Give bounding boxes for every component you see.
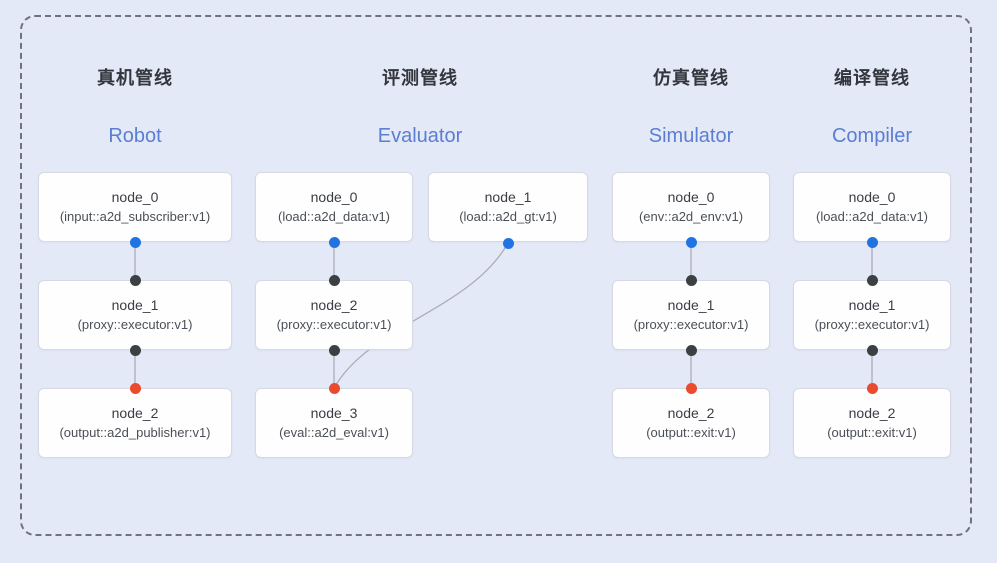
node-name: node_0	[310, 189, 358, 206]
node-impl: (output::exit:v1)	[646, 424, 736, 440]
node-simulator-node0: node_0 (env::a2d_env:v1)	[612, 172, 770, 242]
edge-evaluator-node1-node3-curve	[333, 242, 509, 389]
node-evaluator-node0: node_0 (load::a2d_data:v1)	[255, 172, 413, 242]
diagram-frame	[20, 15, 972, 536]
node-impl: (output::exit:v1)	[827, 424, 917, 440]
node-evaluator-node3: node_3 (eval::a2d_eval:v1)	[255, 388, 413, 458]
port-dot-red-simulator-node2-in	[685, 382, 697, 394]
port-dot-black-robot-node1-in	[129, 274, 141, 286]
port-dot-blue-simulator-node0-out	[685, 236, 697, 248]
node-simulator-node1: node_1 (proxy::executor:v1)	[612, 280, 770, 350]
node-impl: (proxy::executor:v1)	[814, 316, 930, 332]
node-compiler-node1: node_1 (proxy::executor:v1)	[793, 280, 951, 350]
node-impl: (proxy::executor:v1)	[633, 316, 749, 332]
pipeline-title-zh-evaluator: 评测管线	[382, 68, 458, 88]
node-robot-node2: node_2 (output::a2d_publisher:v1)	[38, 388, 232, 458]
node-compiler-node2: node_2 (output::exit:v1)	[793, 388, 951, 458]
node-name: node_2	[667, 405, 715, 422]
node-name: node_1	[667, 297, 715, 314]
node-robot-node1: node_1 (proxy::executor:v1)	[38, 280, 232, 350]
node-name: node_0	[848, 189, 896, 206]
pipeline-title-zh-compiler: 编译管线	[834, 68, 910, 88]
node-name: node_1	[848, 297, 896, 314]
port-dot-black-evaluator-node2-in	[328, 274, 340, 286]
node-name: node_1	[484, 189, 532, 206]
node-robot-node0: node_0 (input::a2d_subscriber:v1)	[38, 172, 232, 242]
node-name: node_1	[111, 297, 159, 314]
pipeline-title-zh-simulator: 仿真管线	[653, 68, 729, 88]
pipeline-title-en-compiler: Compiler	[831, 125, 913, 147]
node-evaluator-node1: node_1 (load::a2d_gt:v1)	[428, 172, 588, 242]
port-dot-blue-evaluator-node1-out	[502, 237, 514, 249]
port-dot-red-evaluator-node3-in	[328, 382, 340, 394]
port-dot-black-robot-node1-out	[129, 344, 141, 356]
node-impl: (env::a2d_env:v1)	[638, 208, 744, 224]
node-impl: (eval::a2d_eval:v1)	[279, 424, 389, 440]
node-impl: (load::a2d_gt:v1)	[459, 208, 557, 224]
node-impl: (load::a2d_data:v1)	[277, 208, 391, 224]
node-name: node_0	[667, 189, 715, 206]
port-dot-red-compiler-node2-in	[866, 382, 878, 394]
pipeline-title-en-robot: Robot	[108, 125, 162, 147]
port-dot-black-evaluator-node2-out	[328, 344, 340, 356]
port-dot-black-compiler-node1-out	[866, 344, 878, 356]
node-simulator-node2: node_2 (output::exit:v1)	[612, 388, 770, 458]
node-name: node_2	[310, 297, 358, 314]
node-impl: (proxy::executor:v1)	[77, 316, 193, 332]
port-dot-blue-evaluator-node0-out	[328, 236, 340, 248]
pipeline-title-en-evaluator: Evaluator	[377, 125, 463, 147]
node-name: node_2	[848, 405, 896, 422]
node-name: node_3	[310, 405, 358, 422]
node-compiler-node0: node_0 (load::a2d_data:v1)	[793, 172, 951, 242]
port-dot-blue-robot-node0-out	[129, 236, 141, 248]
port-dot-black-simulator-node1-out	[685, 344, 697, 356]
node-impl: (output::a2d_publisher:v1)	[59, 424, 211, 440]
pipeline-title-en-simulator: Simulator	[648, 125, 734, 147]
port-dot-red-robot-node2-in	[129, 382, 141, 394]
pipeline-title-zh-robot: 真机管线	[97, 68, 173, 88]
port-dot-blue-compiler-node0-out	[866, 236, 878, 248]
port-dot-black-compiler-node1-in	[866, 274, 878, 286]
node-name: node_2	[111, 405, 159, 422]
node-evaluator-node2: node_2 (proxy::executor:v1)	[255, 280, 413, 350]
port-dot-black-simulator-node1-in	[685, 274, 697, 286]
node-impl: (input::a2d_subscriber:v1)	[59, 208, 211, 224]
node-impl: (proxy::executor:v1)	[276, 316, 392, 332]
node-name: node_0	[111, 189, 159, 206]
node-impl: (load::a2d_data:v1)	[815, 208, 929, 224]
